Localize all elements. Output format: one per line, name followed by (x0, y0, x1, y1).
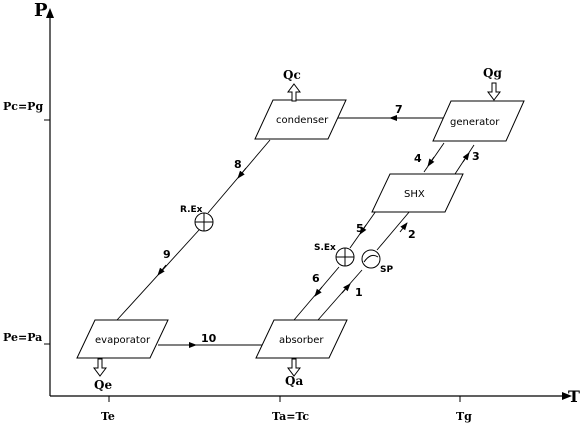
y-tick-label-pe: Pe=Pa (3, 331, 42, 344)
evaporator-box (76, 319, 169, 359)
condenser-label: condenser (276, 115, 329, 126)
stream-8: 8 (234, 158, 242, 171)
solution-pump-icon (361, 249, 381, 269)
rex-label: R.Ex (180, 205, 203, 215)
sex-label: S.Ex (314, 243, 336, 253)
arrow-2 (399, 222, 408, 233)
evaporator-label: evaporator (95, 335, 151, 346)
x-axis-arrowhead (562, 392, 572, 400)
qg-arrow-icon (487, 82, 501, 101)
stream-6: 6 (312, 272, 320, 285)
x-axis-label: T (568, 387, 580, 406)
qe-label: Qe (94, 378, 112, 392)
x-tick-label-ta: Ta=Tc (272, 410, 309, 423)
stream-9: 9 (163, 248, 171, 261)
absorber-label: absorber (279, 335, 324, 346)
solution-expansion-valve-icon (335, 247, 355, 267)
x-tick-label-te: Te (101, 410, 115, 423)
y-tick-label-pc: Pc=Pg (3, 100, 43, 113)
y-axis-label: P (34, 0, 48, 21)
arrow-5 (359, 224, 367, 235)
stream-5: 5 (356, 222, 364, 235)
stream-10: 10 (201, 332, 217, 345)
heat-arrows (93, 82, 501, 377)
x-tick-label-tg: Tg (456, 410, 472, 423)
qg-label: Qg (483, 66, 502, 80)
qa-label: Qa (285, 374, 303, 388)
qc-arrow-icon (287, 83, 301, 102)
arrow-1 (341, 283, 351, 294)
stream-1: 1 (355, 286, 363, 299)
generator-label: generator (450, 117, 500, 128)
line-2 (376, 210, 411, 251)
axes: P T Pc=Pg Pe=Pa Te Ta=Tc Tg (3, 0, 580, 423)
stream-4: 4 (414, 152, 422, 165)
generator-box (432, 100, 525, 142)
arrow-9 (157, 264, 167, 276)
stream-3: 3 (472, 150, 480, 163)
shx-box (371, 173, 464, 213)
components (76, 99, 525, 359)
line-1 (317, 269, 363, 321)
stream-numbers: 1 2 3 4 5 6 7 8 9 10 (163, 103, 480, 345)
condenser-box (254, 99, 347, 140)
absorber-box (255, 319, 348, 359)
sp-label: SP (380, 265, 393, 275)
qe-arrow-icon (93, 358, 107, 377)
qa-arrow-icon (287, 358, 301, 377)
arrow-6 (314, 286, 323, 297)
flow-arrows (157, 115, 470, 348)
refrigerant-expansion-valve-icon (194, 212, 214, 232)
stream-7: 7 (395, 103, 403, 116)
arrow-8 (237, 167, 247, 179)
stream-2: 2 (408, 228, 416, 241)
arrow-3 (462, 152, 470, 163)
arrow-4 (427, 156, 435, 167)
y-axis-arrowhead (46, 8, 54, 18)
shx-label: SHX (404, 189, 425, 200)
component-labels: condenser generator SHX evaporator absor… (95, 115, 500, 346)
valves (194, 212, 381, 269)
qc-label: Qc (283, 68, 301, 82)
